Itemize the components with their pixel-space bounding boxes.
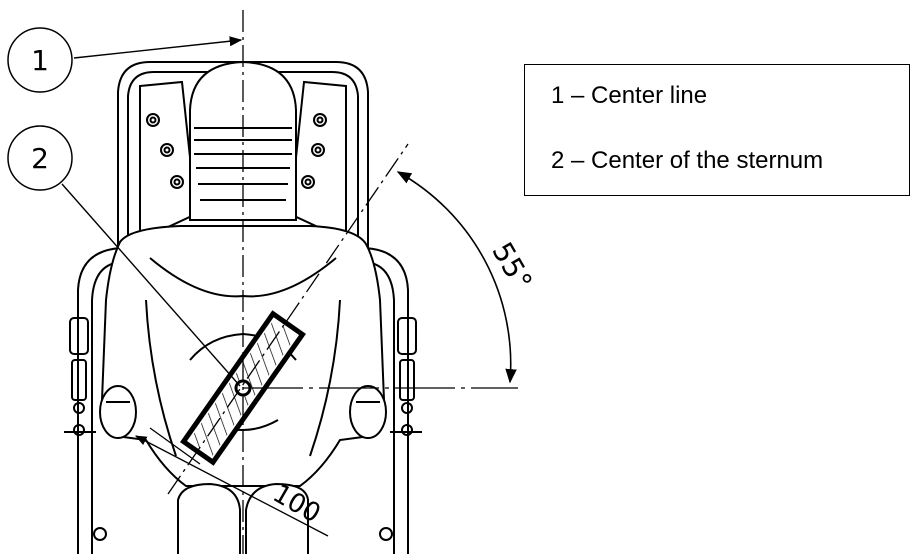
legend-item-sternum: 2 – Center of the sternum — [551, 147, 824, 174]
callout-1-number: 1 — [31, 44, 49, 77]
angle-dimension-arc — [396, 171, 517, 384]
legend-item-center-line: 1 – Center line — [551, 82, 708, 109]
dummy-head — [189, 60, 297, 221]
distance-dimension — [134, 427, 329, 537]
callout-1: 1 — [7, 27, 243, 93]
angle-label: 55° — [485, 237, 538, 296]
legend-box: 1 – Center line 2 – Center of the sternu… — [524, 64, 910, 196]
callout-2-number: 2 — [31, 142, 49, 175]
belt-angle-line — [167, 143, 409, 495]
callout-2: 2 — [7, 125, 241, 387]
